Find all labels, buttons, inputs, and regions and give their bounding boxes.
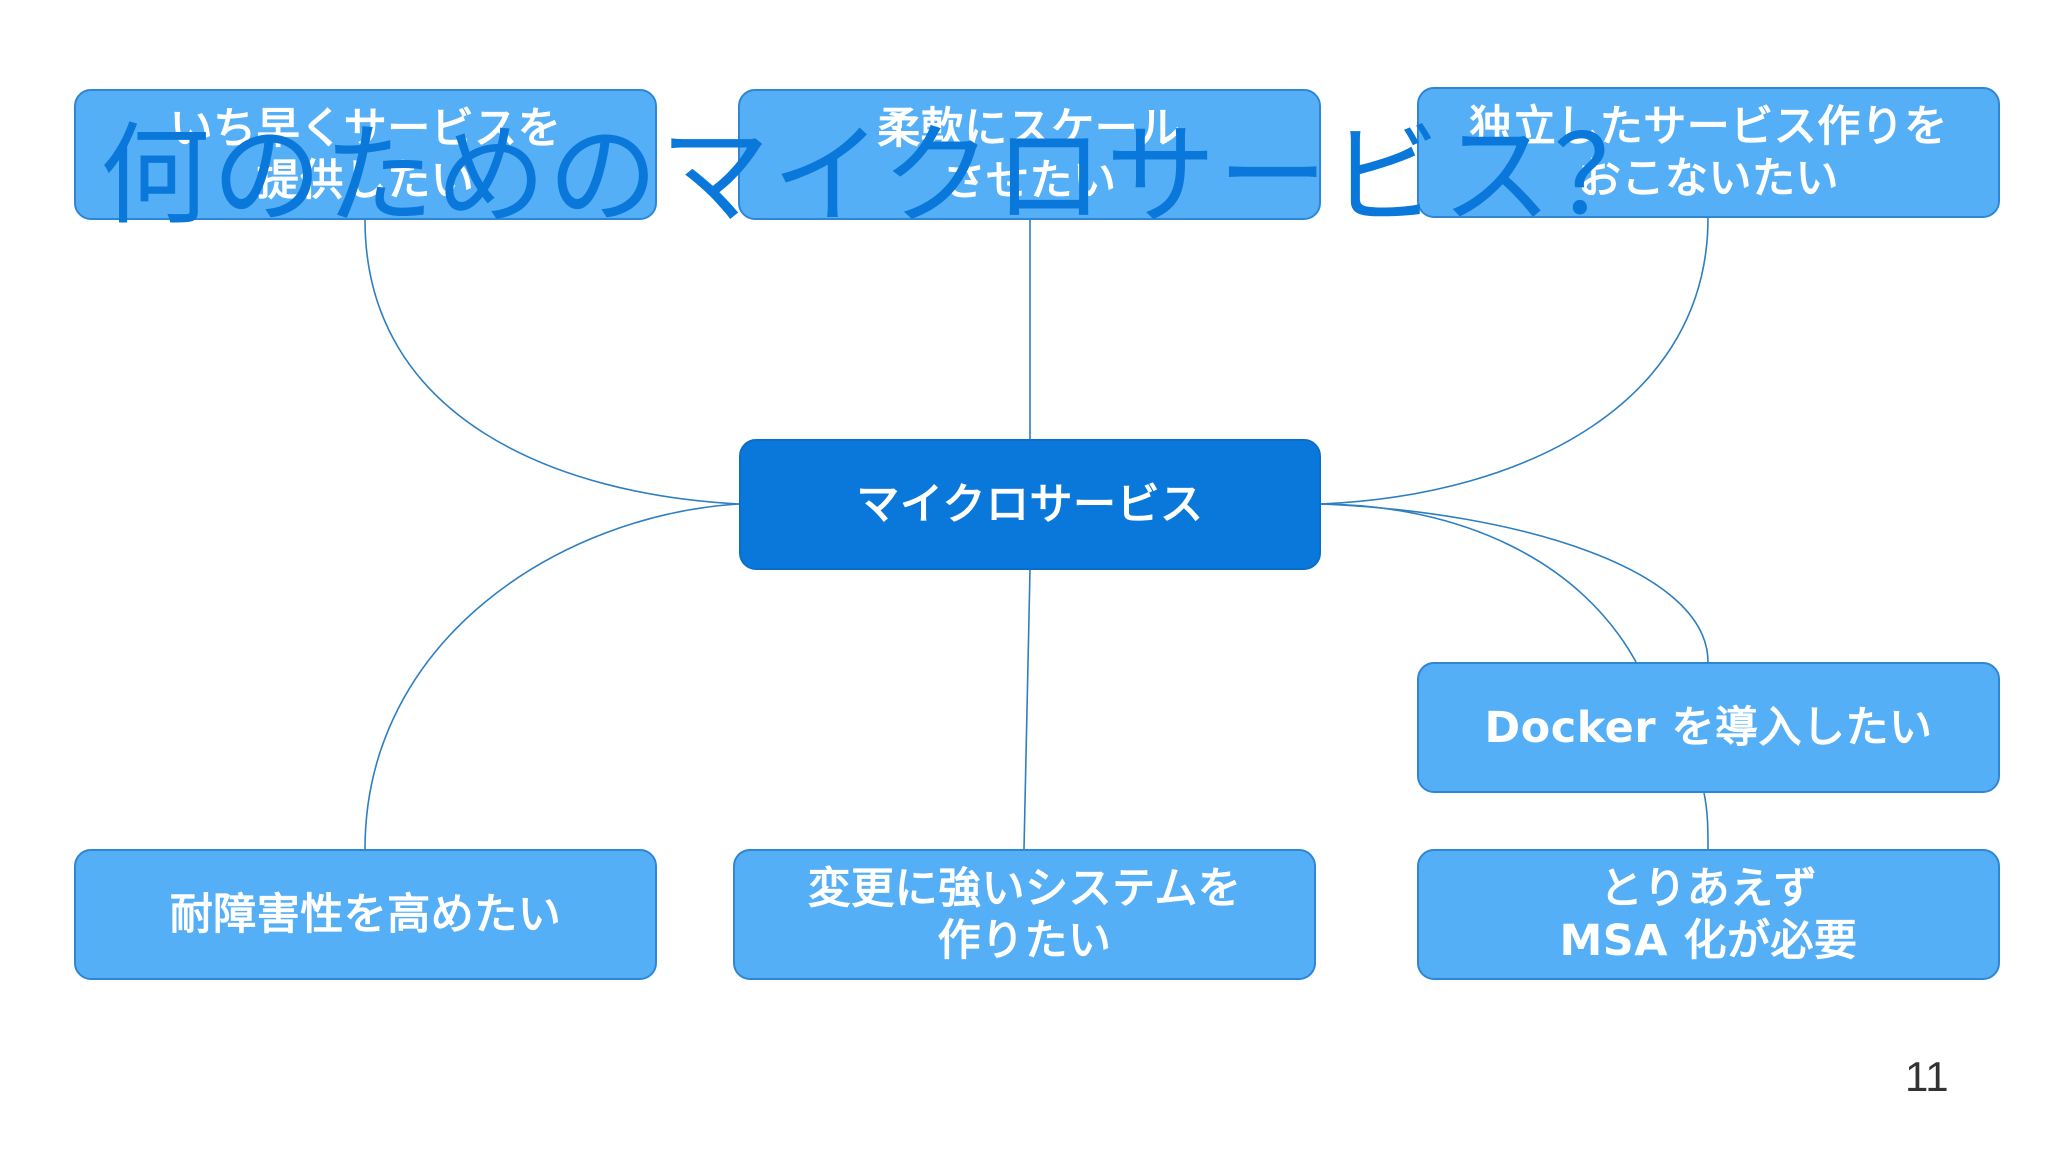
node-docker: Docker を導入したい: [1417, 662, 2000, 793]
node-top-left: いち早くサービスを 提供したい: [74, 89, 657, 220]
connector-docker-bottom-right: [1703, 792, 1709, 850]
slide-title: 何のためのマイクロサービス？: [100, 112, 1666, 240]
node-top-right: 独立したサービス作りを おこないたい: [1417, 87, 2000, 218]
node-center: マイクロサービス: [739, 439, 1321, 570]
connector-center-bottom-right: [1320, 503, 1709, 663]
connector-center-top-right: [1320, 217, 1709, 505]
connector-center-docker: [1320, 503, 1637, 663]
page-number: 11: [1905, 1053, 1949, 1100]
node-bottom-left: 耐障害性を高めたい: [74, 849, 657, 980]
connector-center-bottom-middle: [1023, 569, 1031, 850]
node-top-middle: 柔軟にスケール させたい: [738, 89, 1321, 220]
connector-center-bottom-left: [364, 503, 740, 850]
node-bottom-right: とりあえず MSA 化が必要: [1417, 849, 2000, 980]
node-bottom-middle: 変更に強いシステムを 作りたい: [733, 849, 1316, 980]
connector-center-top-left: [364, 219, 740, 505]
